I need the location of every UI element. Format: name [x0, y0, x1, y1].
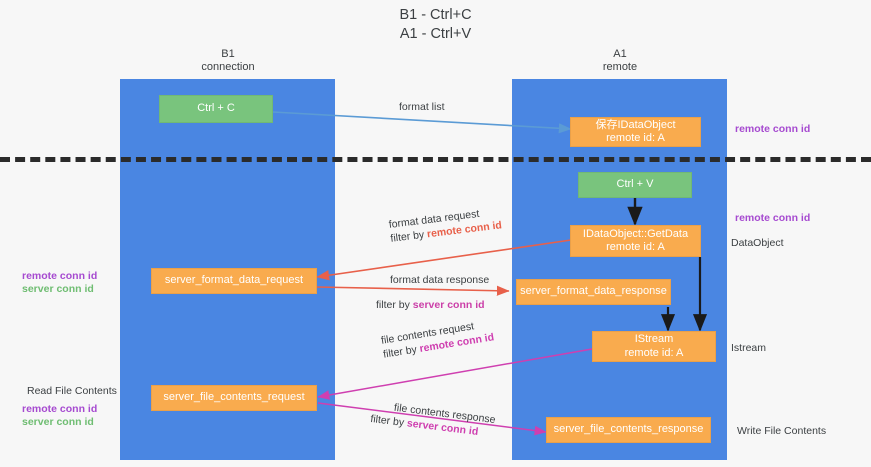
annotation-left-mid-remote-conn-id: remote conn id [22, 270, 98, 282]
box-ctrl-v-label: Ctrl + V [616, 178, 654, 191]
filter-key-server-conn-id-1: server conn id [412, 299, 485, 311]
lane-header-b1-role: connection [201, 61, 255, 73]
box-istream[interactable]: IStream remote id: A [592, 331, 716, 362]
annotation-right-remote-conn-id-top: remote conn id [735, 123, 811, 135]
edge-label-file-contents-response-block: file contents response filter by server … [370, 398, 497, 441]
lane-header-b1: B1 connection [128, 48, 328, 74]
box-idataobject-getdata[interactable]: IDataObject::GetData remote id: A [570, 225, 701, 257]
lane-header-a1-role: remote [602, 61, 638, 73]
edge-label-file-contents-request-block: file contents request filter by remote c… [380, 316, 495, 361]
box-store-idataobject-line1: 保存IDataObject [595, 118, 676, 131]
box-ctrl-c[interactable]: Ctrl + C [159, 95, 273, 123]
box-store-idataobject-line2: remote id: A [606, 132, 665, 144]
lane-header-a1-name: A1 [613, 48, 627, 60]
filter-prefix-4: filter by [369, 412, 408, 430]
box-ctrl-v[interactable]: Ctrl + V [578, 172, 692, 198]
box-store-idataobject[interactable]: 保存IDataObject remote id: A [570, 117, 701, 147]
title-line-2: A1 - Ctrl+V [399, 26, 472, 42]
lane-header-a1: A1 remote [520, 48, 720, 74]
edge-label-format-data-response-filter: filter by server conn id [376, 298, 485, 312]
box-ctrl-c-label: Ctrl + C [197, 102, 235, 115]
annotation-right-remote-conn-id-mid: remote conn id [735, 212, 811, 224]
annotation-left-bot-server-conn-id: server conn id [22, 416, 94, 428]
annotation-right-dataobject: DataObject [731, 237, 784, 249]
box-server-file-contents-request[interactable]: server_file_contents_request [151, 385, 317, 411]
arrow-format-data-response [316, 285, 510, 296]
filter-prefix-1: filter by [389, 228, 428, 245]
edge-label-format-data-request-block: format data request filter by remote con… [388, 204, 503, 245]
box-server-format-data-response-label: server_format_data_response [520, 285, 667, 298]
annotation-left-bot-remote-conn-id: remote conn id [22, 403, 98, 415]
box-idataobject-getdata-line1: IDataObject::GetData [582, 227, 689, 240]
box-server-format-data-request-label: server_format_data_request [164, 274, 304, 287]
annotation-right-istream: Istream [731, 342, 767, 354]
lane-header-b1-name: B1 [221, 48, 235, 60]
box-server-file-contents-response-label: server_file_contents_response [553, 423, 704, 436]
title-line-1: B1 - Ctrl+C [399, 7, 472, 23]
box-server-file-contents-response[interactable]: server_file_contents_response [546, 417, 711, 443]
box-istream-line1: IStream [634, 333, 674, 345]
annotation-right-write-file-contents: Write File Contents [737, 425, 827, 437]
filter-prefix-2: filter by [376, 299, 413, 311]
box-istream-line2: remote id: A [624, 346, 684, 359]
annotation-left-mid-server-conn-id: server conn id [22, 283, 94, 295]
box-server-format-data-response[interactable]: server_format_data_response [516, 279, 671, 305]
annotation-left-read-file-contents: Read File Contents [27, 385, 117, 397]
phase-divider [0, 157, 871, 162]
box-server-format-data-request[interactable]: server_format_data_request [151, 268, 317, 294]
box-server-file-contents-request-label: server_file_contents_request [163, 391, 305, 404]
box-idataobject-getdata-line2: remote id: A [606, 241, 665, 253]
diagram-title: B1 - Ctrl+C A1 - Ctrl+V [0, 6, 871, 44]
edge-label-format-list: format list [399, 101, 445, 113]
edge-label-format-data-response: format data response [390, 274, 490, 286]
